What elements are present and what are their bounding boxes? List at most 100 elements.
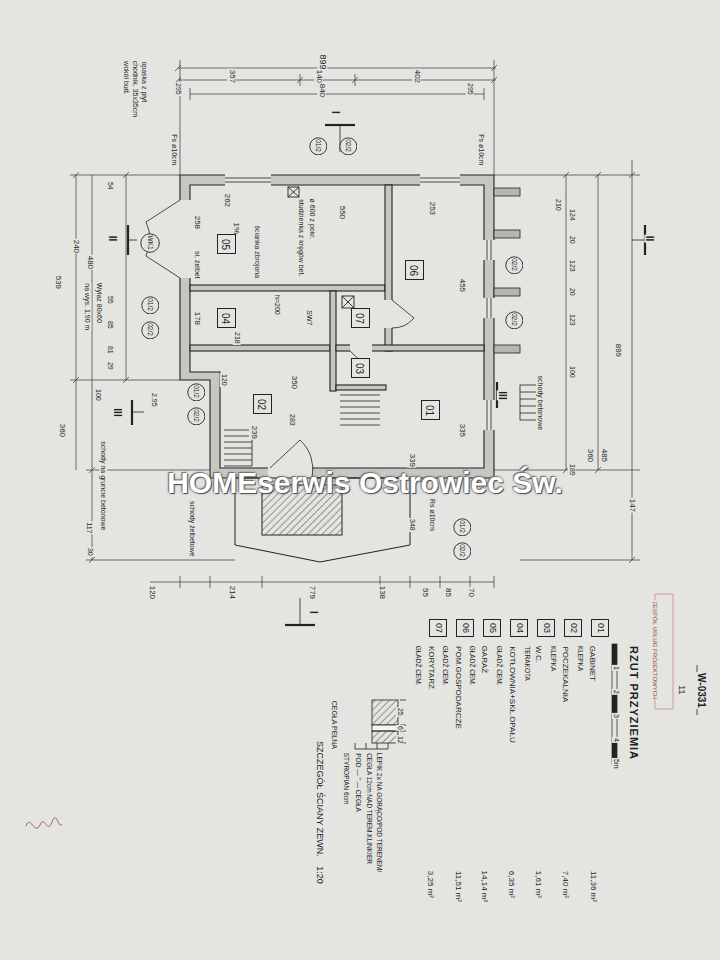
label-text: 485 [600,447,609,462]
dimension-number: 899 [325,53,335,70]
dimension-number: 239 [258,424,267,439]
plan-note: wokół bud. [130,60,138,95]
dimension-number: 283 [296,413,304,427]
room-number: 05 [217,234,236,253]
label-text: schody betonowe [536,375,544,431]
label-text: Fs ø10cm [171,133,179,166]
label-text: 140 [315,68,324,83]
node-text: 01/2 [192,386,199,399]
sheet-number: 11 [683,684,693,695]
room-name: POM.GOSPODARCZE [461,645,470,730]
label-text: 100 [568,365,576,379]
node-text: 06 [460,623,470,633]
label-text: 70 [466,587,475,598]
scale-number: 3 [620,713,628,719]
plan-note: schody na gruncie betonowe [108,440,116,531]
dimension-number: 120 [228,373,236,387]
section-mark: I [335,110,346,115]
dimension-number: 339 [416,452,425,467]
label-text: III [497,390,508,400]
stairs [224,385,542,466]
label-text: I [308,610,319,615]
label-text: 54 [106,181,114,191]
floor-finish: GŁADŹ CEM. [504,645,511,687]
label-text: 3,25 m² [426,870,435,899]
room-name: KOTŁOWNIA+SKŁ.OPAŁU [515,645,524,744]
dimension-number: 779 [316,584,325,599]
label-text: 218 [233,331,241,345]
room-name: GARAŻ [488,645,497,675]
label-text: wokół bud. [122,60,130,95]
label-text: ø 600 z pokr. [308,198,316,240]
drawing-number: W-0331 [700,672,711,709]
label-text: KORYTARZ [426,645,435,690]
label-text: 240 [72,238,81,253]
label-text: 360 [586,447,595,462]
label-text: 20 [568,235,576,245]
detail-note: LEPIK 2x NA GORĄCO/POD TERENEM/ [384,752,391,873]
label-text: schody na gruncie betonowe [100,440,108,531]
label-text: 253 [428,200,437,215]
dimension-number: 840 [326,82,335,97]
dimension-number: 85 [451,587,460,598]
label-text: 85 [106,320,114,330]
node-text: 02 [257,398,268,409]
node-text-block: 07 [355,312,366,323]
label-text: POCZEKALNIA [561,645,570,703]
node-text: WK1 [146,236,153,250]
label-text: 11,36 m² [588,870,597,903]
dimension-number: 350 [298,374,307,389]
label-text: STYROPIAN 6cm [343,752,350,806]
section-callout: 02/2 [339,137,358,156]
label-text: 779 [308,584,317,599]
dimension-number: 12 [404,735,412,745]
scale-number: 1 [620,665,628,671]
callout-outline [141,296,158,313]
callout-outline [141,234,159,252]
node-text-block: 06 [460,623,470,633]
dimension-number: 140 [323,68,332,83]
node-text-block: 03 [355,362,366,373]
label-text: 14,14 m² [480,870,489,904]
node-text: 02/2 [458,545,465,558]
scale-number: 2 [620,689,628,695]
room-area: 11,36 m² [596,870,605,903]
label-text: 4 [612,737,620,743]
dimension-number: 124 [576,208,584,222]
label-text: POM.GOSPODARCZE [453,645,462,730]
plan-note: Wyłaz 80x60 [103,282,111,324]
label-text: chodnik. 35x35cm [131,60,139,118]
dimension-number: 85 [114,320,122,330]
node-text: 02/2 [146,324,153,337]
dimension-number: 262 [231,192,240,207]
section-callout: 01/2 [141,296,160,315]
scale-number: 4 [620,737,628,743]
watermark: HOMEserwis Ostrowiec Św. [166,466,564,499]
label-text: 339 [408,452,417,467]
detail-note: STYROPIAN 6cm [351,752,358,806]
node-text-block: 01 [425,404,436,415]
dimension-number: 100 [102,388,110,402]
callout-outline [453,542,470,559]
node-text: 02/2 [510,259,517,272]
room-area: 7,40 m² [569,870,578,899]
label-text: 1 [612,665,620,671]
callout-outline [505,311,522,328]
legend-number: 03 [537,619,555,637]
label-text: I [330,110,341,115]
dimension-number: 240 [80,238,89,253]
label-text: KOTŁOWNIA+SKŁ.OPAŁU [507,645,516,744]
dimension-number: 253 [436,200,445,215]
plan-note: na wys. 1,90 m [92,282,100,331]
room-number: 06 [405,260,424,279]
plan-title: RZUT PRZYZIEMIA [632,645,644,761]
label-text: 1,61 m² [534,870,543,899]
node-text: 06 [409,264,420,275]
doors-windows [146,178,491,478]
label-text: 29 [106,361,114,371]
node-text: 01/2 [458,521,465,534]
room-area: 6,35 m² [515,870,524,899]
wall-detail [355,700,406,749]
dimension-number: 178 [201,310,210,325]
section-callout: 02/2 [141,321,160,340]
